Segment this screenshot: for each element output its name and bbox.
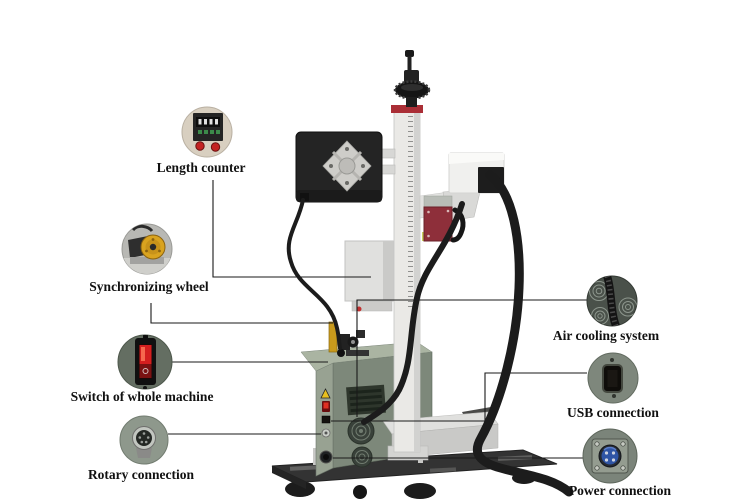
callout-air-cooling: Air cooling system — [553, 275, 660, 343]
power-socket — [319, 450, 333, 464]
laser-head — [419, 152, 505, 243]
leader-air-cooling — [356, 299, 587, 417]
power-label: Power connection — [569, 483, 672, 498]
machine-illustration — [271, 50, 558, 499]
cooling-fans-icon — [586, 275, 638, 327]
callout-power: Power connection — [569, 428, 672, 498]
air-cooling-label: Air cooling system — [553, 328, 660, 343]
synchronizing-wheel-icon — [121, 223, 173, 275]
rotary-connector-icon — [119, 415, 169, 465]
usb-label: USB connection — [567, 405, 659, 420]
rotary-label: Rotary connection — [88, 467, 195, 482]
monitor-cable — [286, 198, 342, 350]
height-adjust-knob — [393, 50, 431, 107]
rotary-port — [321, 428, 331, 438]
callout-switch: Switch of whole machine — [71, 334, 214, 404]
usb-port — [321, 415, 331, 424]
leader-length-counter — [212, 180, 371, 278]
indicator-dot — [356, 306, 362, 312]
switch-label: Switch of whole machine — [71, 389, 214, 404]
callout-usb: USB connection — [567, 352, 659, 420]
column-red-cap — [391, 105, 423, 113]
callout-synchronizing-wheel: Synchronizing wheel — [89, 223, 209, 294]
z-axis-box — [344, 240, 394, 312]
leader-usb — [331, 372, 587, 422]
power-plug-icon — [582, 428, 638, 484]
galvo-cable — [361, 201, 465, 425]
power-switch-icon — [117, 334, 173, 390]
vent-grille — [346, 384, 386, 416]
monitor-assembly — [295, 131, 396, 203]
leader-synchronizing-wheel — [150, 303, 333, 324]
usb-port-icon — [587, 352, 639, 404]
length-counter-label: Length counter — [157, 160, 246, 175]
leader-lines — [150, 180, 587, 459]
synchronizing-wheel-label: Synchronizing wheel — [89, 279, 209, 294]
warning-triangle-icon — [320, 388, 331, 399]
cables — [286, 170, 574, 497]
cooling-fan-grilles — [347, 417, 375, 468]
callout-rotary: Rotary connection — [88, 415, 195, 482]
length-counter-icon — [181, 106, 233, 158]
callout-length-counter: Length counter — [157, 106, 246, 175]
fan-swirl-3 — [618, 297, 637, 317]
main-switch — [322, 401, 330, 412]
vesa-mount — [322, 140, 372, 192]
laser-umbilical-cable — [472, 170, 574, 497]
